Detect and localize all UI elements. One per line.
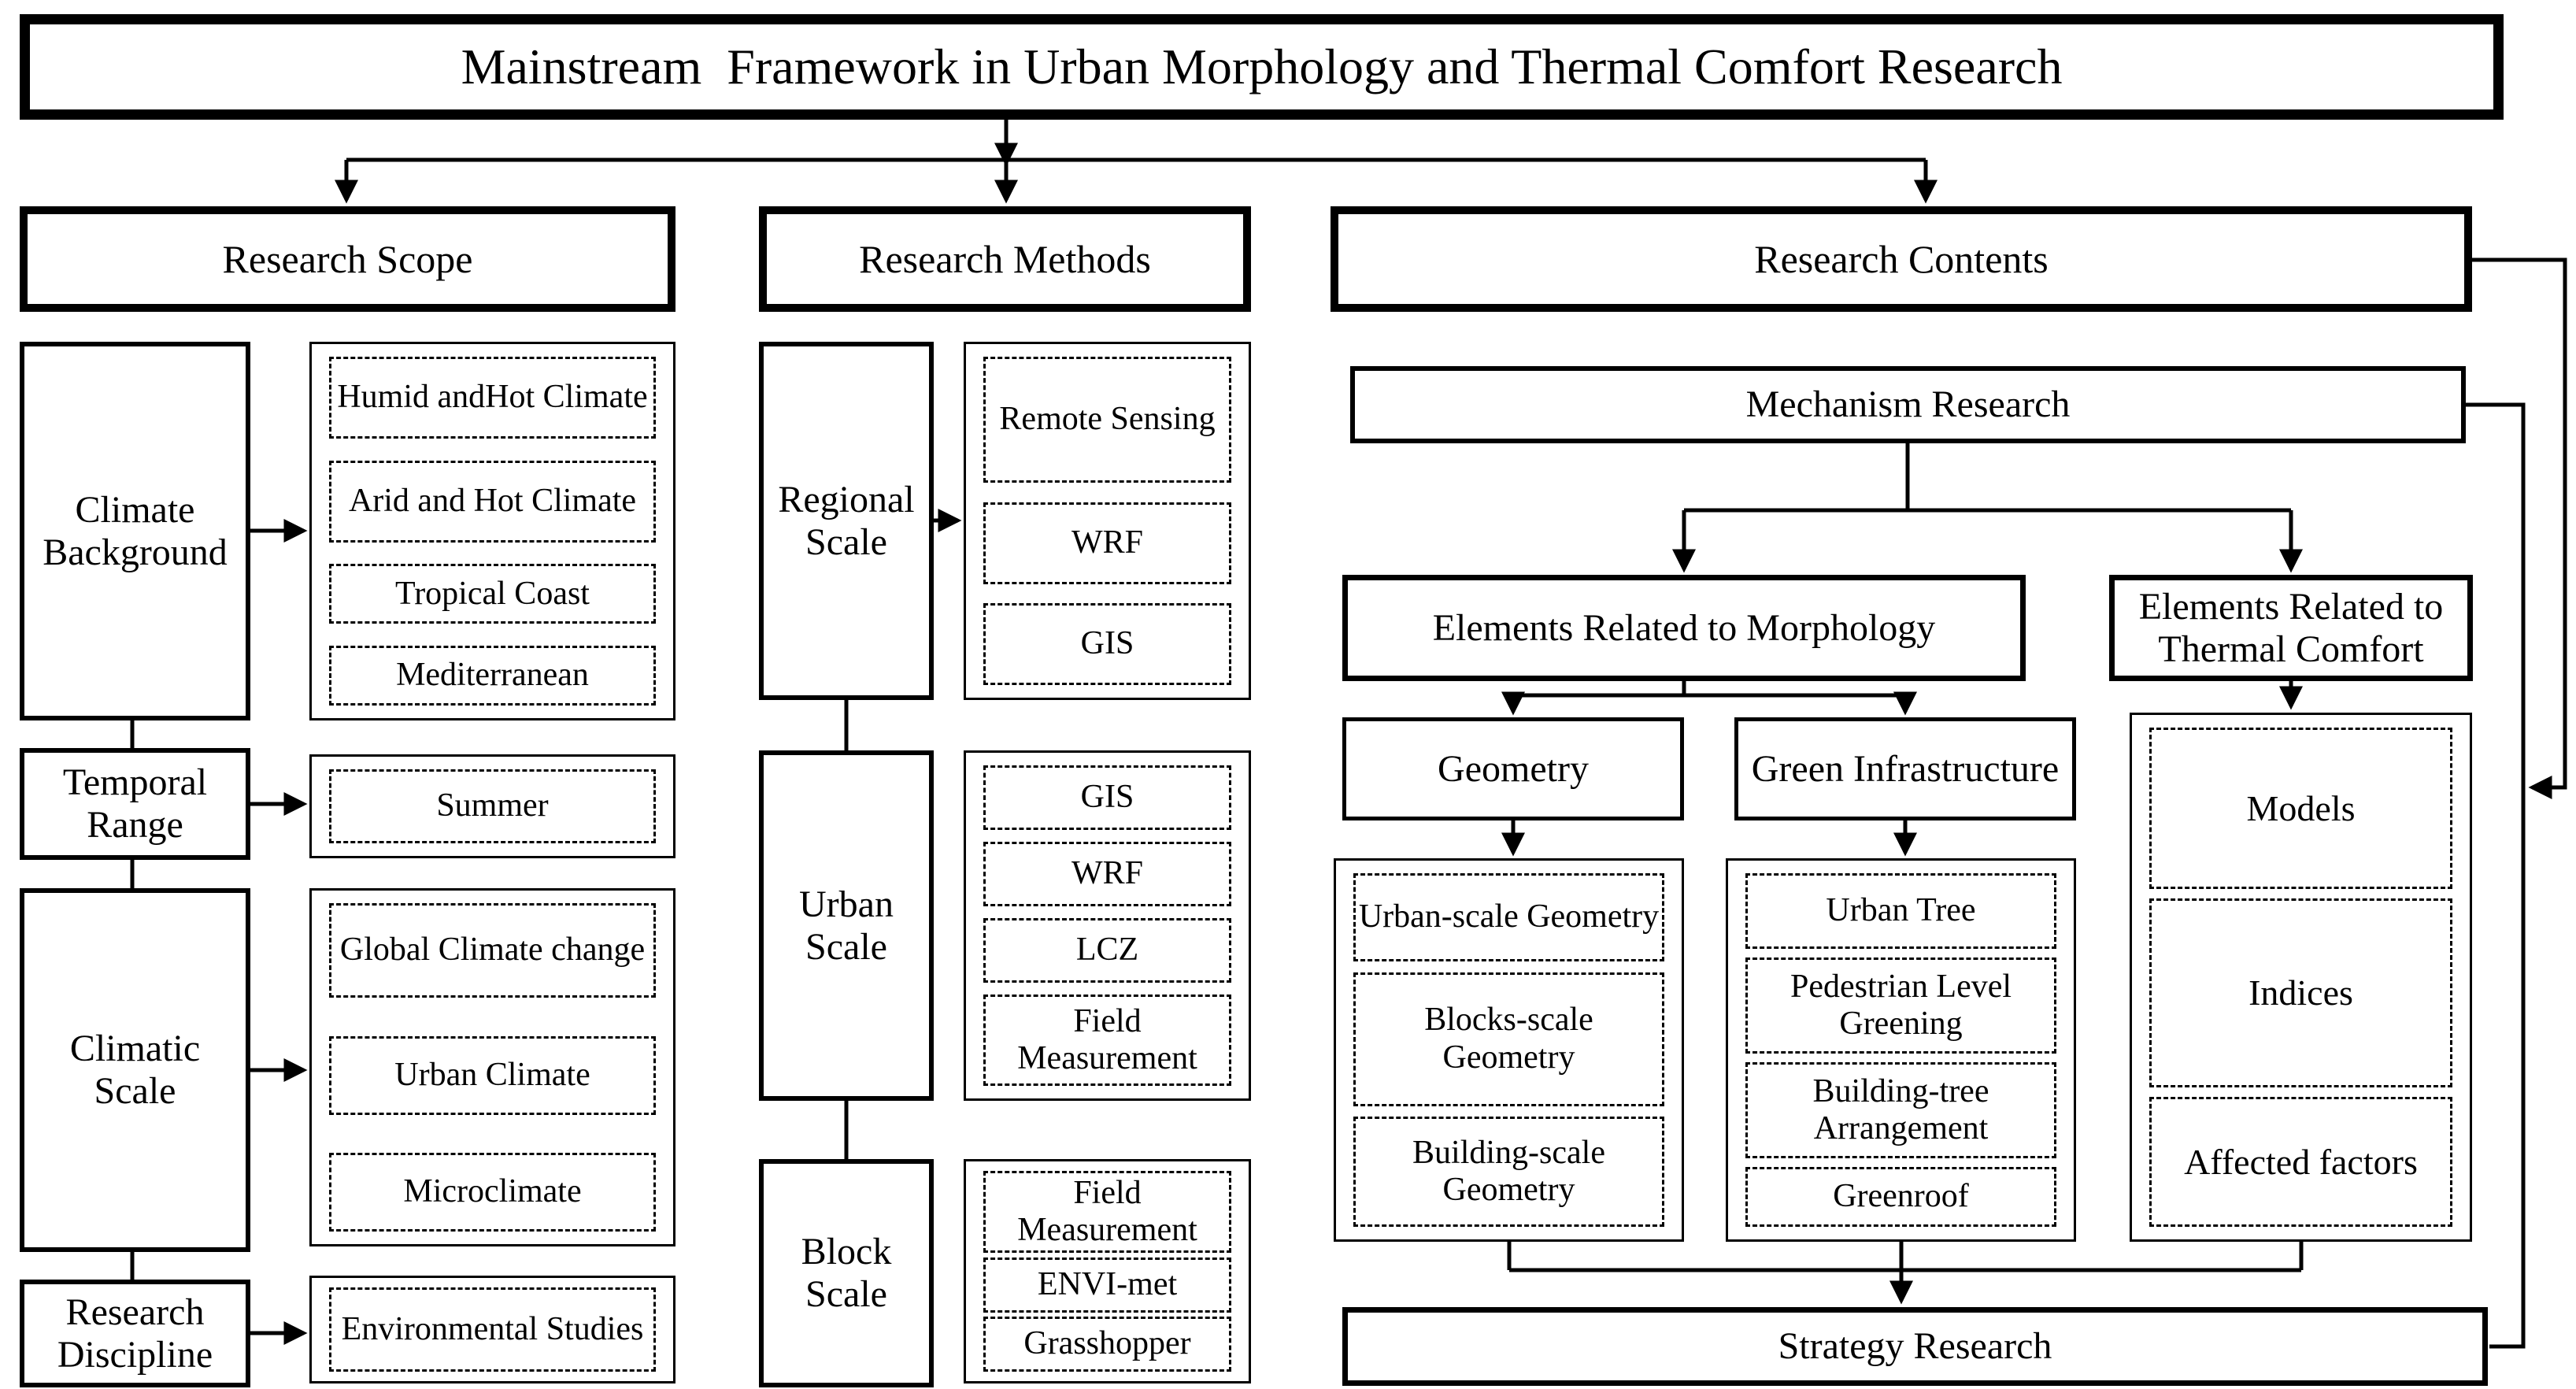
- item-box: Urban Tree: [1745, 873, 2056, 949]
- item-box: Grasshopper: [983, 1317, 1231, 1372]
- regional-scale-items: Remote Sensing WRF GIS: [964, 342, 1251, 700]
- item-box: Remote Sensing: [983, 357, 1231, 483]
- temporal-range-items: Summer: [309, 754, 675, 858]
- category-research-discipline: Research Discipline: [20, 1280, 250, 1387]
- elements-thermal-comfort-box: Elements Related to Thermal Comfort: [2109, 575, 2473, 681]
- mechanism-research-box: Mechanism Research: [1350, 366, 2466, 443]
- item-box: Building-tree Arrangement: [1745, 1062, 2056, 1158]
- research-discipline-items: Environmental Studies: [309, 1276, 675, 1383]
- strategy-research-box: Strategy Research: [1342, 1307, 2488, 1386]
- item-box: Global Climate change: [329, 903, 656, 998]
- item-box: WRF: [983, 842, 1231, 906]
- green-infrastructure-items: Urban Tree Pedestrian Level Greening Bui…: [1726, 858, 2076, 1242]
- item-box: Mediterranean: [329, 645, 656, 706]
- item-box: Urban Climate: [329, 1035, 656, 1115]
- item-box: Affected factors: [2149, 1097, 2452, 1227]
- item-box: Tropical Coast: [329, 564, 656, 624]
- item-box: Humid andHot Climate: [329, 357, 656, 439]
- category-urban-scale: Urban Scale: [759, 750, 934, 1101]
- header-research-scope: Research Scope: [20, 206, 675, 312]
- item-box: GIS: [983, 603, 1231, 685]
- item-box: Microclimate: [329, 1153, 656, 1232]
- block-scale-items: Field Measurement ENVI-met Grasshopper: [964, 1159, 1251, 1383]
- item-box: Models: [2149, 728, 2452, 889]
- item-box: Building-scale Geometry: [1353, 1117, 1664, 1227]
- item-box: GIS: [983, 765, 1231, 830]
- item-box: Pedestrian Level Greening: [1745, 957, 2056, 1054]
- green-infrastructure-box: Green Infrastructure: [1734, 717, 2076, 820]
- item-box: Indices: [2149, 898, 2452, 1087]
- diagram-title: Mainstream Framework in Urban Morphology…: [20, 14, 2504, 120]
- climate-background-items: Humid andHot Climate Arid and Hot Climat…: [309, 342, 675, 720]
- category-block-scale: Block Scale: [759, 1159, 934, 1387]
- elements-morphology-box: Elements Related to Morphology: [1342, 575, 2026, 681]
- geometry-box: Geometry: [1342, 717, 1684, 820]
- category-temporal-range: Temporal Range: [20, 748, 250, 860]
- item-box: Summer: [329, 769, 656, 843]
- item-box: Environmental Studies: [329, 1287, 656, 1372]
- header-research-contents: Research Contents: [1331, 206, 2472, 312]
- item-box: WRF: [983, 502, 1231, 584]
- item-box: LCZ: [983, 918, 1231, 983]
- item-box: Urban-scale Geometry: [1353, 873, 1664, 961]
- item-box: ENVI-met: [983, 1257, 1231, 1313]
- category-regional-scale: Regional Scale: [759, 342, 934, 700]
- item-box: Arid and Hot Climate: [329, 460, 656, 543]
- category-climate-background: Climate Background: [20, 342, 250, 720]
- climatic-scale-items: Global Climate change Urban Climate Micr…: [309, 888, 675, 1246]
- header-research-methods: Research Methods: [759, 206, 1251, 312]
- item-box: Blocks-scale Geometry: [1353, 972, 1664, 1106]
- geometry-items: Urban-scale Geometry Blocks-scale Geomet…: [1334, 858, 1684, 1242]
- thermal-comfort-items: Models Indices Affected factors: [2130, 713, 2472, 1242]
- item-box: Greenroof: [1745, 1167, 2056, 1227]
- item-box: Field Measurement: [983, 995, 1231, 1086]
- item-box: Field Measurement: [983, 1171, 1231, 1253]
- category-climatic-scale: Climatic Scale: [20, 888, 250, 1252]
- urban-scale-items: GIS WRF LCZ Field Measurement: [964, 750, 1251, 1101]
